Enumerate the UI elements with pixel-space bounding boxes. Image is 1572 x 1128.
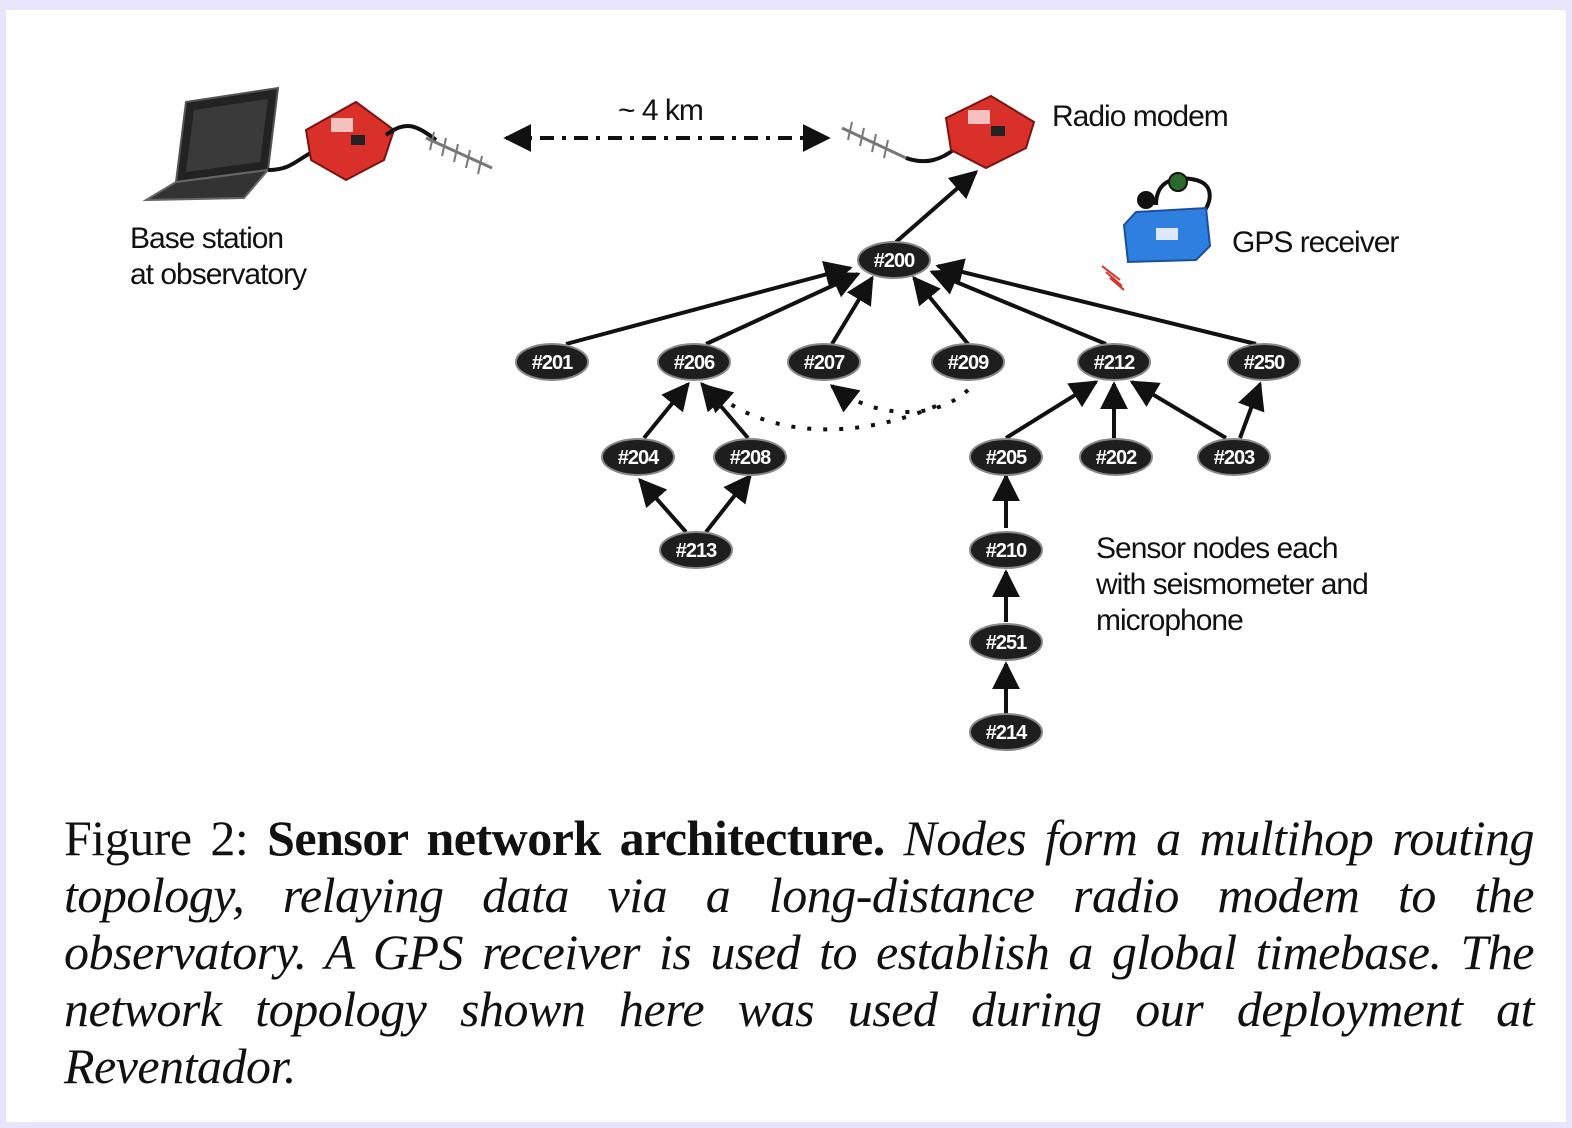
node-207: #207 (787, 343, 861, 381)
routing-edges (565, 170, 1265, 714)
node-201: #201 (515, 343, 589, 381)
edge-201-200 (565, 260, 853, 346)
edge-200-modem (894, 170, 979, 244)
caption-prefix: Figure 2: (64, 810, 268, 866)
svg-text:#206: #206 (674, 352, 715, 374)
svg-text:#203: #203 (1214, 447, 1255, 469)
svg-text:#202: #202 (1096, 447, 1137, 469)
figure-frame: ~ 4 km Radio modem GPS receiver Base sta… (6, 10, 1566, 1122)
antenna-icon (841, 121, 907, 160)
edge-209-200 (912, 275, 970, 346)
edge-209-206-dotted (703, 384, 937, 432)
edge-205-212 (1004, 380, 1099, 440)
edge-208-206 (700, 381, 750, 440)
sensor-nodes: #200 #201 #206 #207 #209 #212 #250 #204 … (515, 241, 1301, 751)
sensor-nodes-label-line2: with seismometer and (1095, 568, 1368, 601)
svg-text:#210: #210 (986, 540, 1027, 562)
edge-213-204 (638, 477, 688, 534)
antenna-icon (425, 131, 493, 175)
edge-209-207-dotted (829, 384, 970, 414)
node-205: #205 (969, 438, 1043, 476)
base-station-label-line1: Base station (130, 222, 283, 255)
sensor-nodes-label-line1: Sensor nodes each (1096, 532, 1338, 565)
node-210: #210 (969, 531, 1043, 569)
svg-text:#205: #205 (986, 447, 1027, 469)
svg-text:#251: #251 (986, 632, 1027, 654)
node-251: #251 (969, 623, 1043, 661)
distance-label: ~ 4 km (618, 94, 703, 127)
edge-203-212 (1129, 380, 1228, 440)
network-diagram: ~ 4 km Radio modem GPS receiver Base sta… (130, 86, 1400, 751)
node-203: #203 (1197, 438, 1271, 476)
edge-203-250 (1238, 381, 1265, 439)
svg-text:#209: #209 (948, 352, 989, 374)
node-206: #206 (657, 343, 731, 381)
radio-modem-icon (905, 94, 1036, 170)
caption-body: Nodes form a multihop routing topology, … (64, 810, 1535, 1094)
svg-text:#214: #214 (986, 722, 1028, 744)
svg-text:#204: #204 (618, 447, 660, 469)
radio-modem-label: Radio modem (1052, 100, 1228, 133)
sensor-nodes-label: Sensor nodes each with seismometer and m… (1095, 532, 1375, 637)
svg-text:#208: #208 (730, 447, 771, 469)
radio-modem-icon (267, 100, 438, 182)
base-station-label-line2: at observatory (130, 258, 307, 291)
svg-text:#201: #201 (532, 352, 573, 374)
edge-207-200 (830, 275, 874, 346)
node-200: #200 (857, 241, 931, 279)
node-250: #250 (1227, 343, 1301, 381)
node-208: #208 (713, 438, 787, 476)
alternate-edges (703, 384, 970, 432)
svg-text:#250: #250 (1244, 352, 1285, 374)
svg-text:#207: #207 (804, 352, 845, 374)
base-station-label: Base station at observatory (130, 222, 307, 291)
edge-204-206 (642, 381, 690, 440)
node-204: #204 (601, 438, 675, 476)
node-214: #214 (969, 713, 1043, 751)
edge-213-208 (704, 473, 752, 534)
caption-title: Sensor network architecture. (267, 810, 885, 866)
node-213: #213 (659, 531, 733, 569)
svg-text:#200: #200 (874, 250, 915, 272)
edge-206-200 (705, 271, 861, 346)
node-202: #202 (1079, 438, 1153, 476)
node-209: #209 (931, 343, 1005, 381)
svg-text:#213: #213 (676, 540, 717, 562)
edge-250-200 (935, 258, 1257, 346)
sensor-nodes-label-line3: microphone (1096, 604, 1243, 637)
gps-receiver-label: GPS receiver (1232, 226, 1399, 259)
laptop-icon (142, 86, 280, 202)
gps-receiver-icon (1101, 172, 1212, 291)
node-212: #212 (1077, 343, 1151, 381)
svg-text:#212: #212 (1094, 352, 1135, 374)
figure-caption: Figure 2: Sensor network architecture. N… (64, 810, 1535, 1095)
